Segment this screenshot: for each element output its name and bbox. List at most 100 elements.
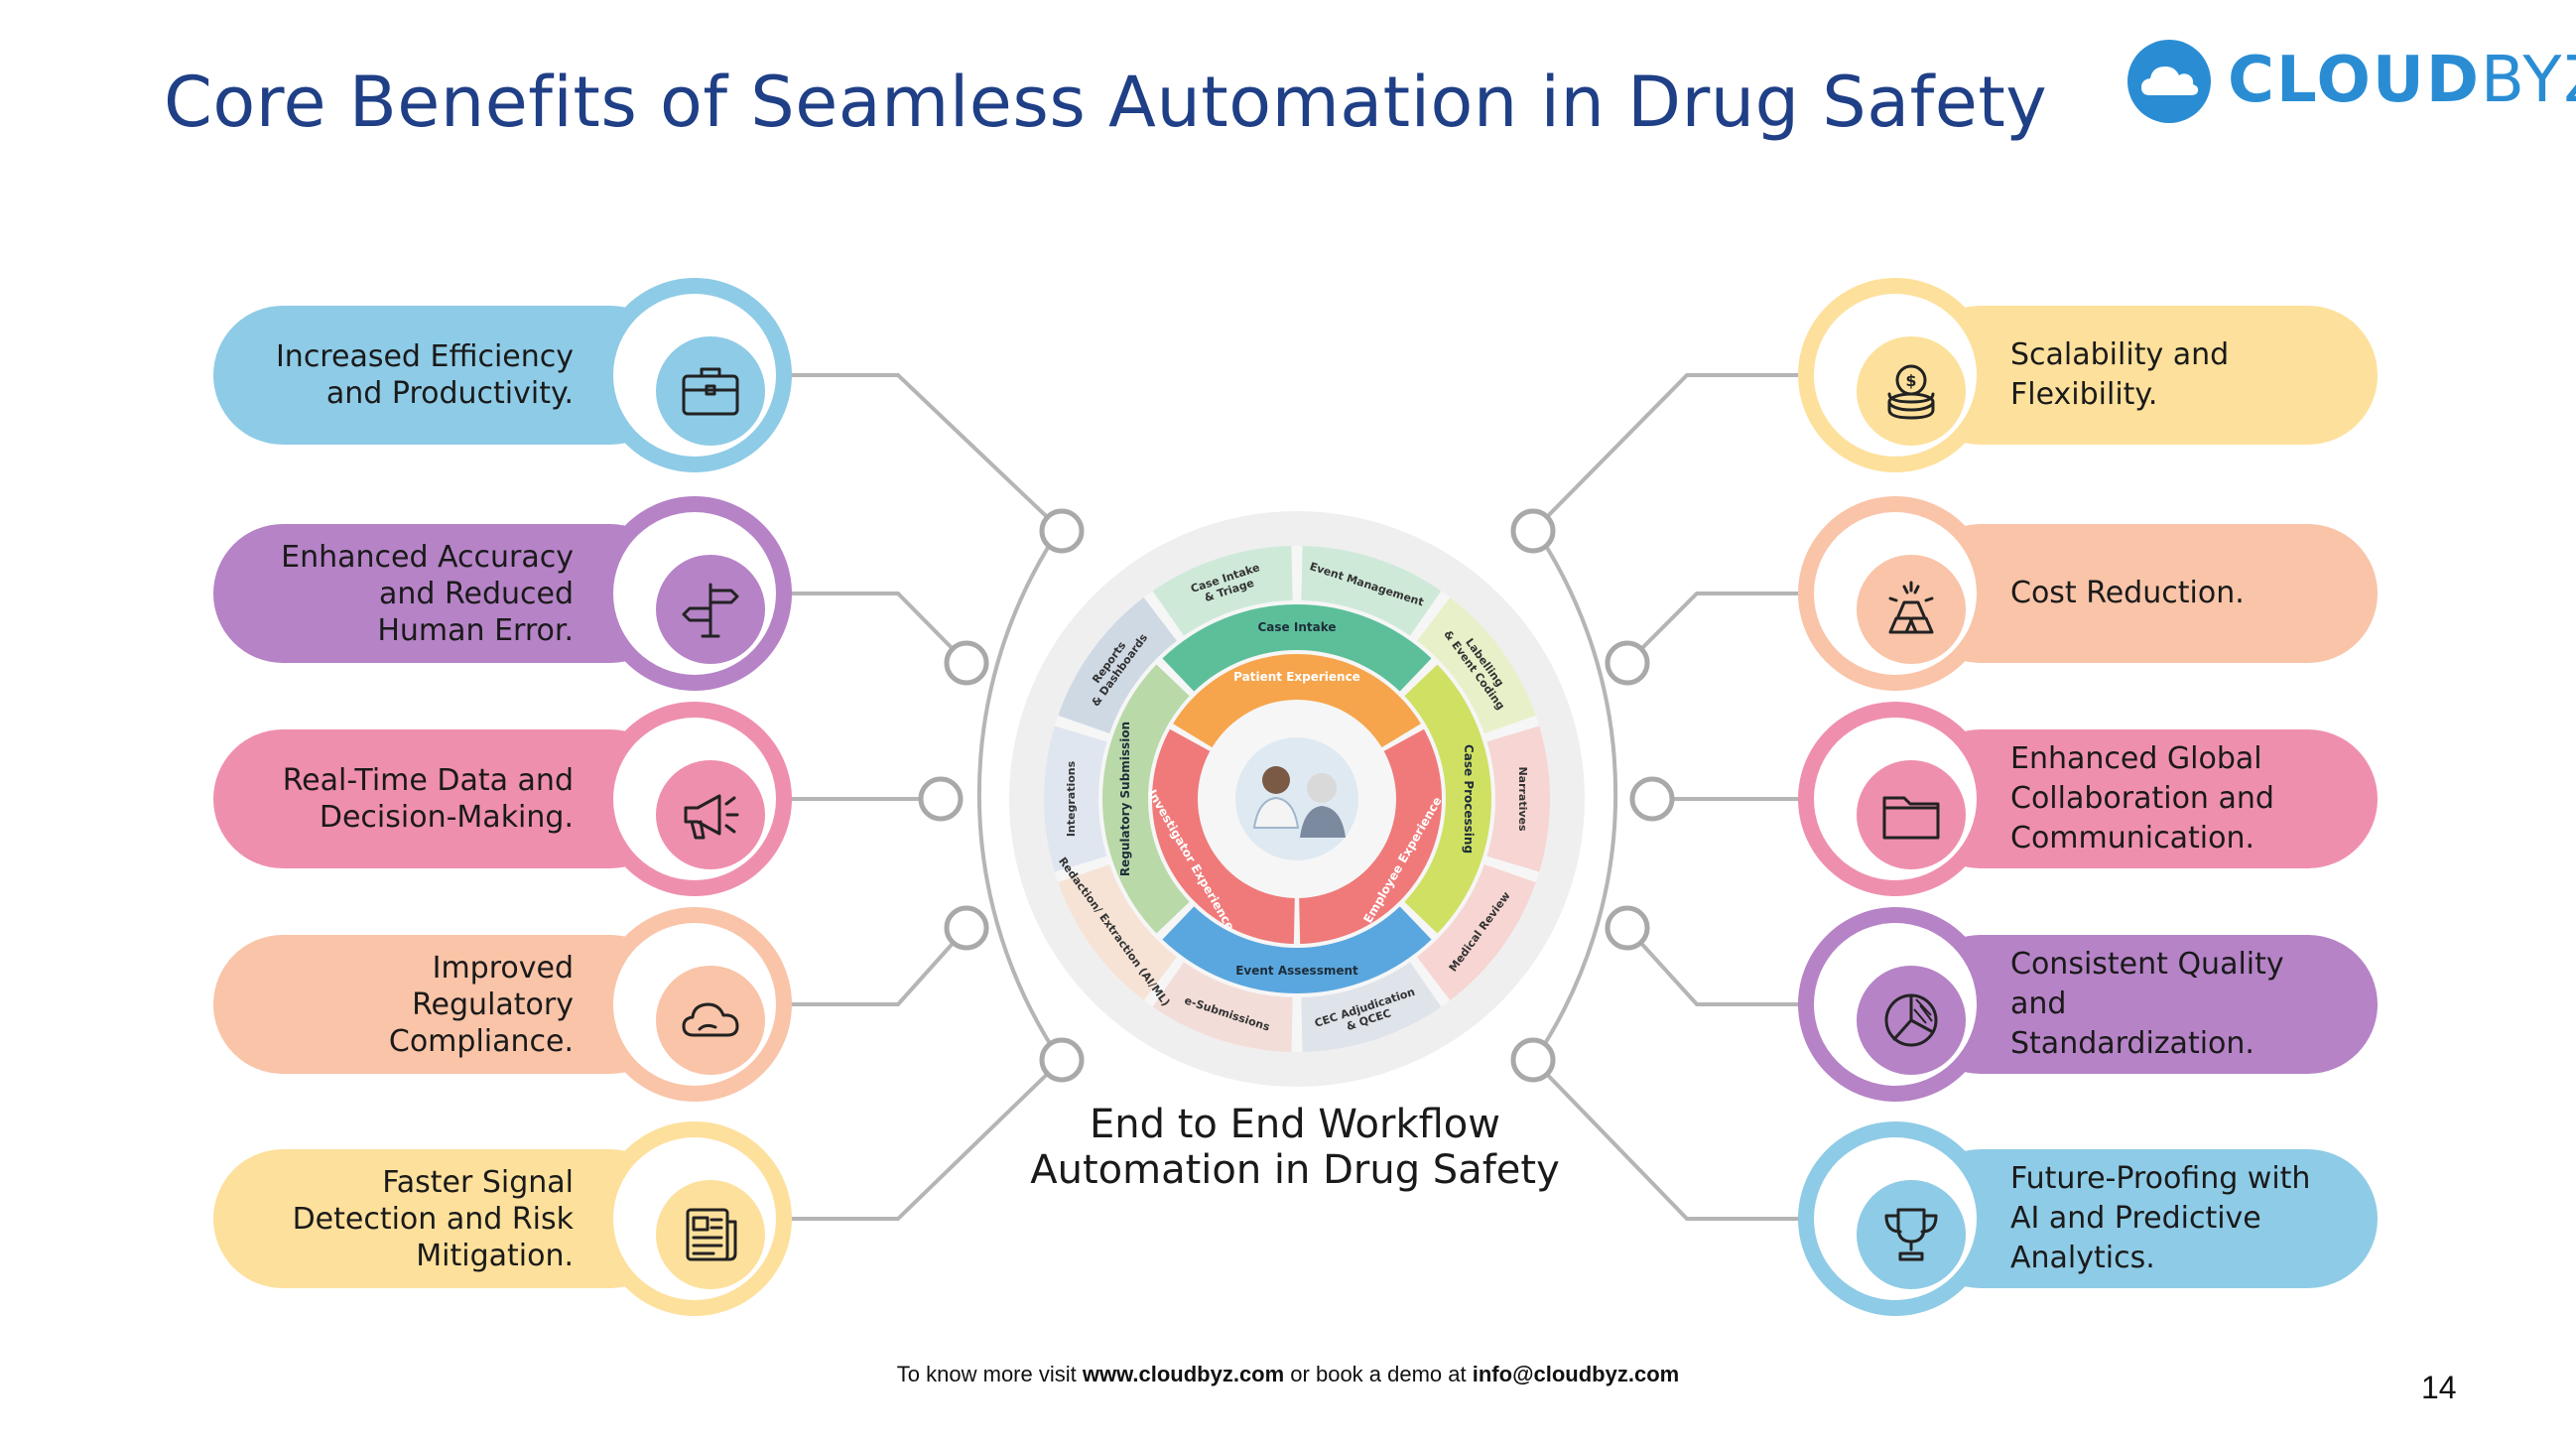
- svg-text:$: $: [1905, 371, 1916, 390]
- page-title: Core Benefits of Seamless Automation in …: [164, 62, 2048, 143]
- logo-text-light: BYZ: [2480, 44, 2576, 117]
- pie-chart-icon: [1876, 986, 1946, 1055]
- footer-prefix: To know more visit: [896, 1362, 1083, 1386]
- node-ring: [1039, 508, 1085, 554]
- left-benefit-line: Enhanced Accuracy: [281, 539, 574, 575]
- newspaper-icon: [676, 1200, 745, 1269]
- left-benefit-line: Decision-Making.: [319, 800, 574, 835]
- left-connector-1: [774, 373, 1064, 533]
- center-caption: End to End Workflow Automation in Drug S…: [977, 1102, 1612, 1193]
- footer-mid: or book a demo at: [1284, 1362, 1473, 1386]
- middle-segment-label: Event Assessment: [1235, 964, 1358, 978]
- outer-segment: [1152, 962, 1293, 1052]
- left-benefit-line: Mitigation.: [416, 1238, 574, 1273]
- outer-segment: [1301, 962, 1442, 1052]
- node-ring: [1605, 905, 1650, 951]
- left-benefit-line: Faster Signal: [382, 1164, 574, 1200]
- outer-segment: [1417, 863, 1536, 1000]
- page-number: 14: [2421, 1370, 2457, 1405]
- right-benefit-line: Consistent Quality: [2010, 947, 2284, 982]
- node-ring: [944, 905, 989, 951]
- outer-segment: [1486, 725, 1550, 872]
- left-benefit-badge: [597, 702, 792, 896]
- inner-segment-label: Patient Experience: [1233, 670, 1360, 684]
- inner-segment: [1152, 728, 1295, 944]
- inner-segment: [1173, 654, 1421, 748]
- center-caption-line-1: End to End Workflow: [1089, 1102, 1500, 1147]
- outer-segment: [1058, 597, 1177, 734]
- outer-segment: [1058, 863, 1177, 1000]
- footer-email-link[interactable]: info@cloudbyz.com: [1472, 1362, 1680, 1386]
- trophy-icon: [1876, 1200, 1946, 1269]
- right-benefit-line: Flexibility.: [2010, 377, 2158, 412]
- outer-segment-label: Integrations: [1065, 760, 1078, 837]
- coins-icon: $: [1876, 356, 1946, 426]
- outer-segment: [1152, 546, 1293, 636]
- middle-segment-label: Case Processing: [1462, 744, 1476, 854]
- middle-segment-label: Regulatory Submission: [1118, 722, 1132, 876]
- left-benefit-line: Compliance.: [388, 1023, 574, 1059]
- signpost-icon: [676, 575, 745, 644]
- footer-site-link[interactable]: www.cloudbyz.com: [1082, 1362, 1285, 1386]
- left-benefit-line: and Productivity.: [325, 376, 574, 411]
- middle-segment: [1102, 664, 1190, 934]
- right-benefit-line: and: [2010, 987, 2067, 1021]
- megaphone-icon: [676, 780, 745, 850]
- left-benefit-badge: [597, 907, 792, 1102]
- right-benefit-line: Cost Reduction.: [2010, 576, 2245, 610]
- briefcase-icon: [676, 356, 745, 426]
- left-benefit-badge: [597, 1121, 792, 1316]
- left-connector-2: [774, 592, 968, 665]
- left-benefit-badge: [597, 278, 792, 472]
- right-connector-2: [1625, 592, 1801, 665]
- outer-segment: [1301, 546, 1442, 636]
- node-ring: [1629, 776, 1675, 822]
- node-ring: [944, 640, 989, 686]
- right-benefit-badge: [1798, 702, 1993, 896]
- cloudbyz-logo[interactable]: CLOUDBYZ: [2124, 36, 2576, 127]
- right-benefit-line: Future-Proofing with: [2010, 1161, 2311, 1196]
- right-arc: [1531, 524, 1618, 1064]
- logo-text-bold: CLOUD: [2228, 44, 2481, 117]
- left-benefit-line: Detection and Risk: [292, 1201, 574, 1237]
- left-benefit-line: Improved: [432, 950, 574, 986]
- node-ring: [1510, 508, 1556, 554]
- cloud-logo-icon: [2127, 40, 2211, 123]
- right-benefit-line: Communication.: [2010, 821, 2254, 855]
- right-benefit-badge: [1798, 496, 1993, 691]
- left-benefit-line: Human Error.: [377, 612, 574, 648]
- left-connector-5: [774, 1058, 1064, 1221]
- center-caption-line-2: Automation in Drug Safety: [1030, 1147, 1560, 1193]
- right-connector-4: [1625, 926, 1801, 1006]
- right-benefit-text: Cost Reduction.: [2010, 529, 2368, 658]
- footer: To know more visit www.cloudbyz.com or b…: [0, 1362, 2576, 1387]
- middle-segment-label: Case Intake: [1257, 620, 1336, 634]
- right-benefit-line: Collaboration and: [2010, 781, 2274, 816]
- node-ring: [1039, 1037, 1085, 1083]
- right-benefit-line: Analytics.: [2010, 1241, 2155, 1275]
- right-benefit-line: Enhanced Global: [2010, 741, 2262, 776]
- right-connector-5: [1531, 1058, 1801, 1221]
- left-benefit-badge: [597, 496, 792, 691]
- right-benefit-line: Scalability and: [2010, 337, 2230, 372]
- node-ring: [1605, 640, 1650, 686]
- gold-bars-icon: [1876, 575, 1946, 644]
- left-benefit-line: Real-Time Data and: [282, 763, 574, 798]
- outer-segment: [1417, 597, 1536, 734]
- left-benefit-line: Increased Efficiency: [275, 339, 574, 374]
- doctor-patient-illustration: [1252, 766, 1346, 838]
- left-connector-4: [774, 926, 968, 1006]
- node-ring: [918, 776, 964, 822]
- cloud-icon: [676, 986, 745, 1055]
- left-benefit-line: and Reduced: [379, 576, 574, 611]
- middle-segment: [1404, 664, 1491, 934]
